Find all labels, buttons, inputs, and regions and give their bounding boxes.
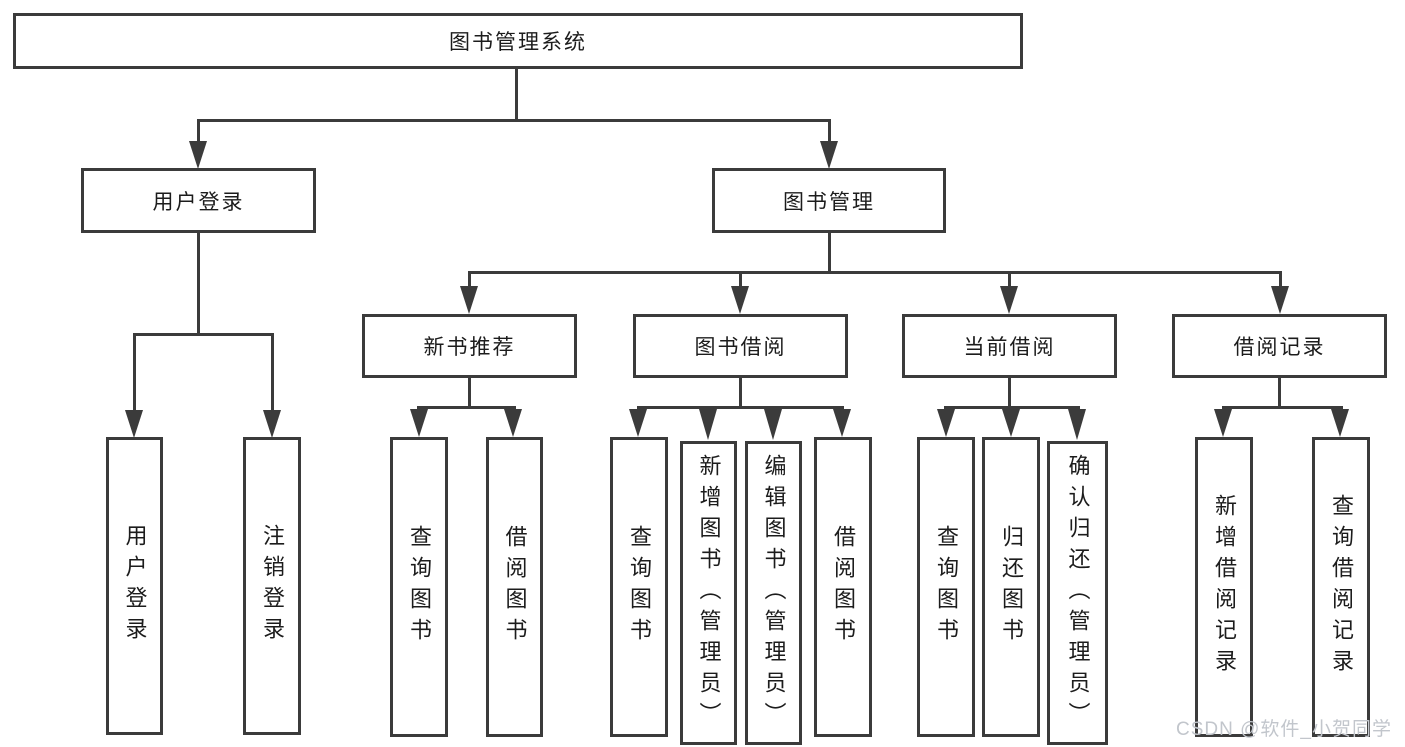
node-user-login-label: 用户登录 — [152, 190, 245, 214]
leaf-bb-query-book-label: 查询图书 — [627, 525, 652, 649]
leaf-bb-edit-book-admin-label: 编辑图书（管理员） — [761, 453, 787, 733]
node-borrow-records: 借阅记录 — [1172, 314, 1387, 378]
connector-line — [515, 69, 518, 120]
connector-line — [197, 233, 200, 336]
node-borrow-records-label: 借阅记录 — [1233, 336, 1326, 359]
leaf-cb-return-book-label: 归还图书 — [999, 525, 1024, 649]
arrow-down-icon — [504, 409, 522, 437]
connector-line — [1008, 273, 1011, 288]
connector-line — [133, 333, 274, 336]
arrow-down-icon — [937, 409, 955, 437]
connector-line — [468, 271, 1282, 274]
connector-line — [197, 119, 831, 122]
connector-line — [468, 378, 471, 409]
arrow-down-icon — [731, 286, 749, 314]
connector-line — [1279, 273, 1282, 288]
connector-line — [1278, 378, 1281, 409]
node-root: 图书管理系统 — [13, 13, 1023, 69]
arrow-down-icon — [1068, 409, 1086, 440]
leaf-nb-query-book: 查询图书 — [390, 437, 448, 737]
leaf-br-query-record-label: 查询借阅记录 — [1329, 494, 1354, 680]
leaf-cb-return-book: 归还图书 — [982, 437, 1040, 737]
node-book-borrow: 图书借阅 — [633, 314, 848, 378]
leaf-br-query-record: 查询借阅记录 — [1312, 437, 1370, 737]
leaf-logout: 注销登录 — [243, 437, 301, 735]
arrow-down-icon — [833, 409, 851, 437]
leaf-bb-add-book-admin: 新增图书（管理员） — [680, 441, 737, 745]
arrow-down-icon — [410, 409, 428, 437]
leaf-bb-edit-book-admin: 编辑图书（管理员） — [745, 441, 802, 745]
leaf-bb-borrow-book-label: 借阅图书 — [831, 525, 856, 649]
arrow-down-icon — [699, 409, 717, 440]
connector-line — [944, 406, 1080, 409]
leaf-br-add-record-label: 新增借阅记录 — [1212, 494, 1237, 680]
node-book-borrow-label: 图书借阅 — [694, 336, 787, 359]
leaf-user-login-label: 用户登录 — [122, 524, 148, 648]
leaf-bb-add-book-admin-label: 新增图书（管理员） — [696, 453, 722, 733]
connector-line — [1008, 378, 1011, 409]
leaf-nb-borrow-book: 借阅图书 — [486, 437, 543, 737]
arrow-down-icon — [1000, 286, 1018, 314]
connector-line — [133, 335, 136, 412]
node-user-login: 用户登录 — [81, 168, 316, 233]
connector-line — [1222, 406, 1343, 409]
watermark: CSDN @软件_小贺同学 — [1176, 719, 1392, 740]
leaf-logout-label: 注销登录 — [260, 524, 285, 648]
arrow-down-icon — [263, 410, 281, 438]
arrow-down-icon — [1002, 409, 1020, 437]
leaf-cb-query-book-label: 查询图书 — [934, 525, 959, 649]
arrow-down-icon — [820, 141, 838, 169]
arrow-down-icon — [1331, 409, 1349, 437]
connector-line — [828, 233, 831, 274]
node-current-borrow-label: 当前借阅 — [963, 336, 1056, 359]
leaf-nb-borrow-book-label: 借阅图书 — [502, 525, 528, 649]
node-book-management-label: 图书管理 — [783, 190, 875, 214]
arrow-down-icon — [629, 409, 647, 437]
connector-line — [197, 121, 200, 143]
arrow-down-icon — [460, 286, 478, 314]
leaf-nb-query-book-label: 查询图书 — [407, 525, 432, 649]
node-new-book-recommend-label: 新书推荐 — [423, 336, 516, 359]
arrow-down-icon — [1214, 409, 1232, 437]
leaf-user-login: 用户登录 — [106, 437, 163, 735]
leaf-cb-query-book: 查询图书 — [917, 437, 975, 737]
connector-line — [468, 273, 471, 288]
connector-line — [637, 406, 844, 409]
node-current-borrow: 当前借阅 — [902, 314, 1117, 378]
leaf-bb-query-book: 查询图书 — [610, 437, 668, 737]
node-new-book-recommend: 新书推荐 — [362, 314, 577, 378]
leaf-br-add-record: 新增借阅记录 — [1195, 437, 1253, 737]
leaf-bb-borrow-book: 借阅图书 — [814, 437, 872, 737]
arrow-down-icon — [125, 410, 143, 438]
arrow-down-icon — [1271, 286, 1289, 314]
leaf-cb-confirm-return-admin-label: 确认归还（管理员） — [1065, 453, 1091, 733]
node-root-label: 图书管理系统 — [449, 31, 587, 54]
connector-line — [271, 335, 274, 412]
connector-line — [739, 273, 742, 288]
arrow-down-icon — [764, 409, 782, 440]
connector-line — [739, 378, 742, 409]
arrow-down-icon — [189, 141, 207, 169]
connector-line — [828, 121, 831, 143]
node-book-management: 图书管理 — [712, 168, 946, 233]
connector-line — [417, 406, 516, 409]
leaf-cb-confirm-return-admin: 确认归还（管理员） — [1047, 441, 1108, 745]
